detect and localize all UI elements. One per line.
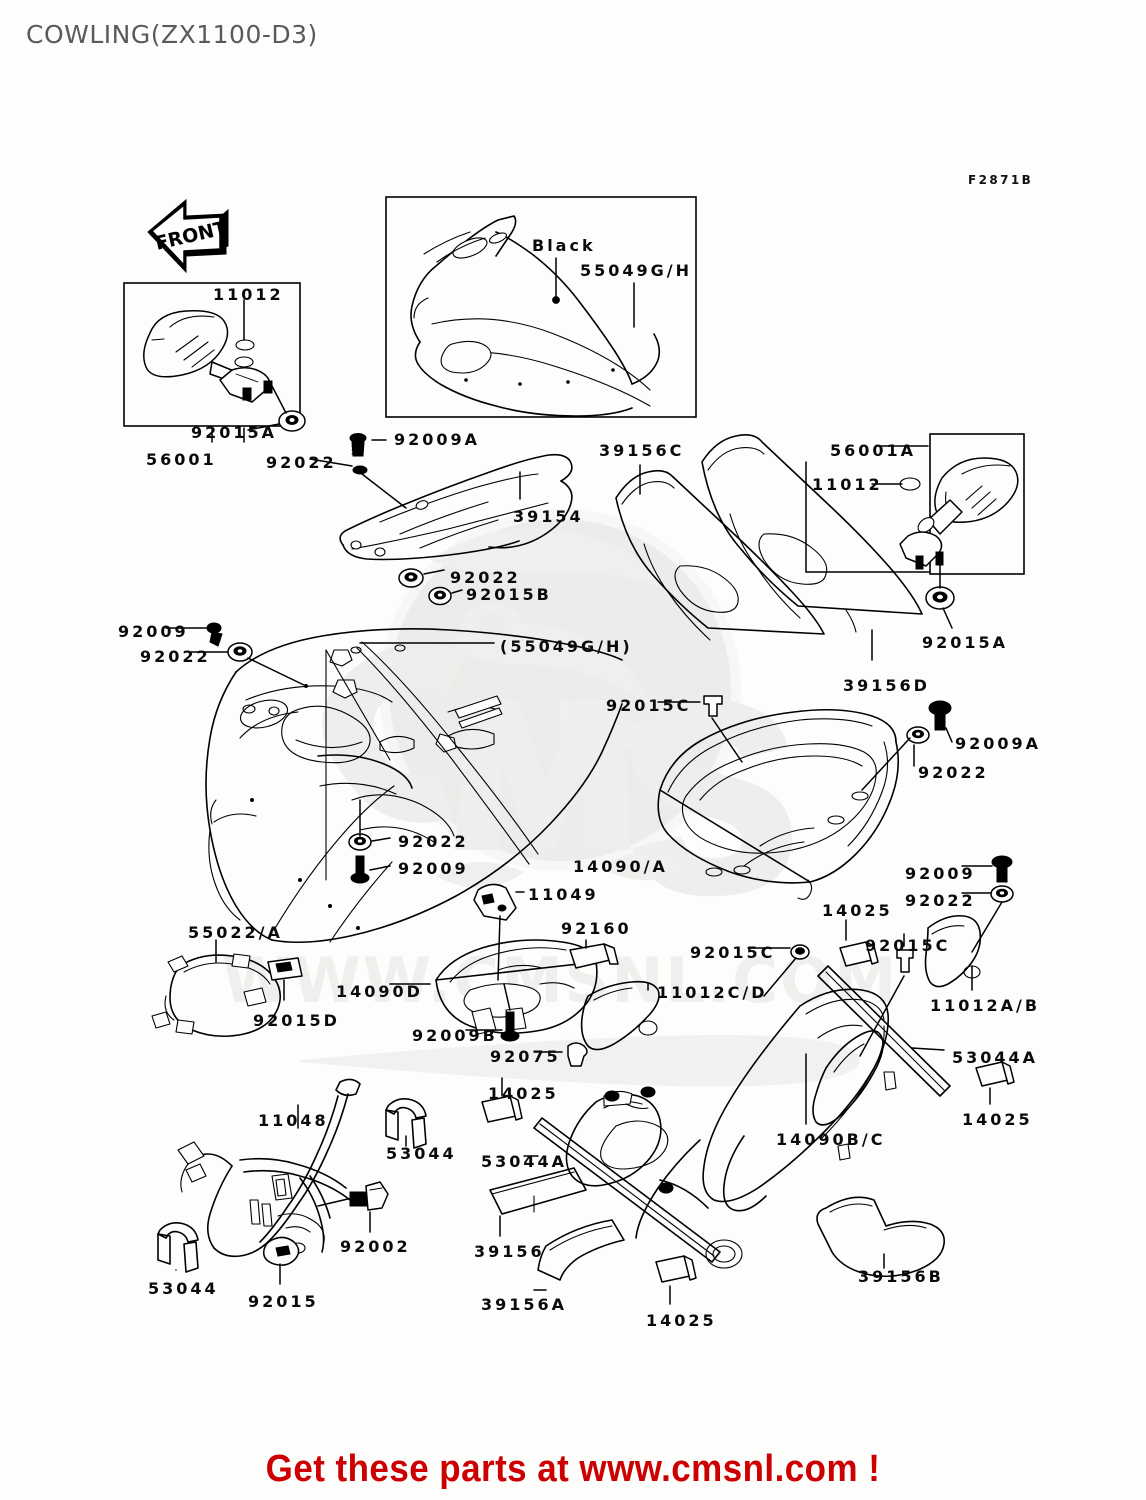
callout-14025-far-right: 14025 xyxy=(962,1110,1033,1129)
callout-92160: 92160 xyxy=(561,919,632,938)
callout-92015C-b: 92015C xyxy=(865,936,951,955)
grommet-92015C-right xyxy=(859,933,914,1057)
callout-53044-lower: 53044 xyxy=(148,1279,219,1298)
side-panel-39156C xyxy=(615,464,825,641)
callout-39154: 39154 xyxy=(513,507,584,526)
left-mirror-inset xyxy=(123,282,306,443)
pad-14025-bottom xyxy=(655,1255,697,1305)
page-title: COWLING(ZX1100-D3) xyxy=(26,20,318,49)
upper-cowling-inset xyxy=(385,196,697,418)
callout-53044A-right: 53044A xyxy=(952,1048,1039,1067)
sheet-code: F2871B xyxy=(968,173,1034,187)
callout-39156C: 39156C xyxy=(599,441,685,460)
callout-92009-far: 92009 xyxy=(905,864,976,883)
seal-53044A-right xyxy=(817,965,951,1097)
callout-92022-right: 92022 xyxy=(918,763,989,782)
block-92160 xyxy=(569,939,619,969)
inner-panel-14090A xyxy=(657,695,953,900)
callout-14025-upper: 14025 xyxy=(822,901,893,920)
callout-55049GH-paren: (55049G/H) xyxy=(500,637,633,656)
callout-92015A-right: 92015A xyxy=(922,633,1009,652)
callout-92022: 92022 xyxy=(266,453,337,472)
pad-14025-upper xyxy=(839,919,879,967)
clip-92015D xyxy=(267,957,303,1001)
pad-39156B xyxy=(816,1196,946,1278)
seal-53044A-left xyxy=(523,1117,721,1263)
callout-56001: 56001 xyxy=(146,450,217,469)
pad-14025-right xyxy=(975,1061,1015,1105)
main-cowling-55049 xyxy=(165,622,623,944)
callout-14090A: 14090/A xyxy=(573,857,668,876)
callout-92009A-right: 92009A xyxy=(955,734,1042,753)
frame-11048 xyxy=(157,1078,427,1285)
callout-92015D: 92015D xyxy=(253,1011,340,1030)
callout-11012: 11012 xyxy=(213,285,284,304)
callout-92015B: 92015B xyxy=(466,585,552,604)
front-arrow-icon xyxy=(147,198,229,274)
pad-39156 xyxy=(489,1167,587,1237)
pad-14025-midleft xyxy=(481,1077,523,1123)
windshield-39154 xyxy=(309,433,573,606)
callout-55022A: 55022/A xyxy=(188,923,283,942)
mid-bracket xyxy=(565,1086,709,1209)
callout-39156: 39156 xyxy=(474,1242,545,1261)
callout-11012CD: 11012C/D xyxy=(657,983,768,1002)
callout-92009-left: 92009 xyxy=(118,622,189,641)
callout-11048: 11048 xyxy=(258,1111,329,1130)
callout-92009B: 92009B xyxy=(412,1026,498,1045)
callout-14090BC: 14090B/C xyxy=(776,1130,886,1149)
callout-92022-ws: 92022 xyxy=(450,568,521,587)
grommet-92015C-mid xyxy=(747,944,810,997)
callout-56001A: 56001A xyxy=(830,441,917,460)
callout-11012AB: 11012A/B xyxy=(930,996,1041,1015)
lower-cowl-14090BC xyxy=(635,988,897,1269)
callout-55049GH: 55049G/H xyxy=(580,261,693,280)
callout-92015C-a: 92015C xyxy=(690,943,776,962)
callout-92015A: 92015A xyxy=(191,423,278,442)
callout-39156A: 39156A xyxy=(481,1295,568,1314)
callout-53044-upper: 53044 xyxy=(386,1144,457,1163)
callout-92009-lower: 92009 xyxy=(398,859,469,878)
svg-text:WWW.CMSNL.COM: WWW.CMSNL.COM xyxy=(222,944,898,1017)
callout-92015-lower: 92015 xyxy=(248,1292,319,1311)
callout-92022-far: 92022 xyxy=(905,891,976,910)
piece-11012AB xyxy=(924,855,1014,991)
callout-92022-left: 92022 xyxy=(140,647,211,666)
callout-black: Black xyxy=(532,236,596,255)
callout-14025-mid: 14025 xyxy=(488,1084,559,1103)
callout-14090D: 14090D xyxy=(336,982,423,1001)
callout-11012-right: 11012 xyxy=(812,475,883,494)
cms-watermark: WWW.CMSNL.COM xyxy=(222,509,898,1087)
callout-11049: 11049 xyxy=(528,885,599,904)
callout-92015C-mid: 92015C xyxy=(606,696,692,715)
pad-39156A xyxy=(533,1219,625,1291)
callout-92022-lower: 92022 xyxy=(398,832,469,851)
callout-53044A-left: 53044A xyxy=(481,1152,568,1171)
strip-11012CD xyxy=(580,980,660,1051)
callout-14025-bottom: 14025 xyxy=(646,1311,717,1330)
callout-39156B: 39156B xyxy=(858,1267,944,1286)
callout-39156D: 39156D xyxy=(843,676,930,695)
callout-92009A: 92009A xyxy=(394,430,481,449)
cover-55022A xyxy=(151,939,282,1038)
lower-inner-14090D xyxy=(389,883,598,1067)
side-panel-39156D xyxy=(701,434,923,661)
callout-92002: 92002 xyxy=(340,1237,411,1256)
callout-92075: 92075 xyxy=(490,1047,561,1066)
footer-cta[interactable]: Get these parts at www.cmsnl.com ! xyxy=(265,1448,881,1490)
right-mirror-inset xyxy=(805,433,1025,629)
